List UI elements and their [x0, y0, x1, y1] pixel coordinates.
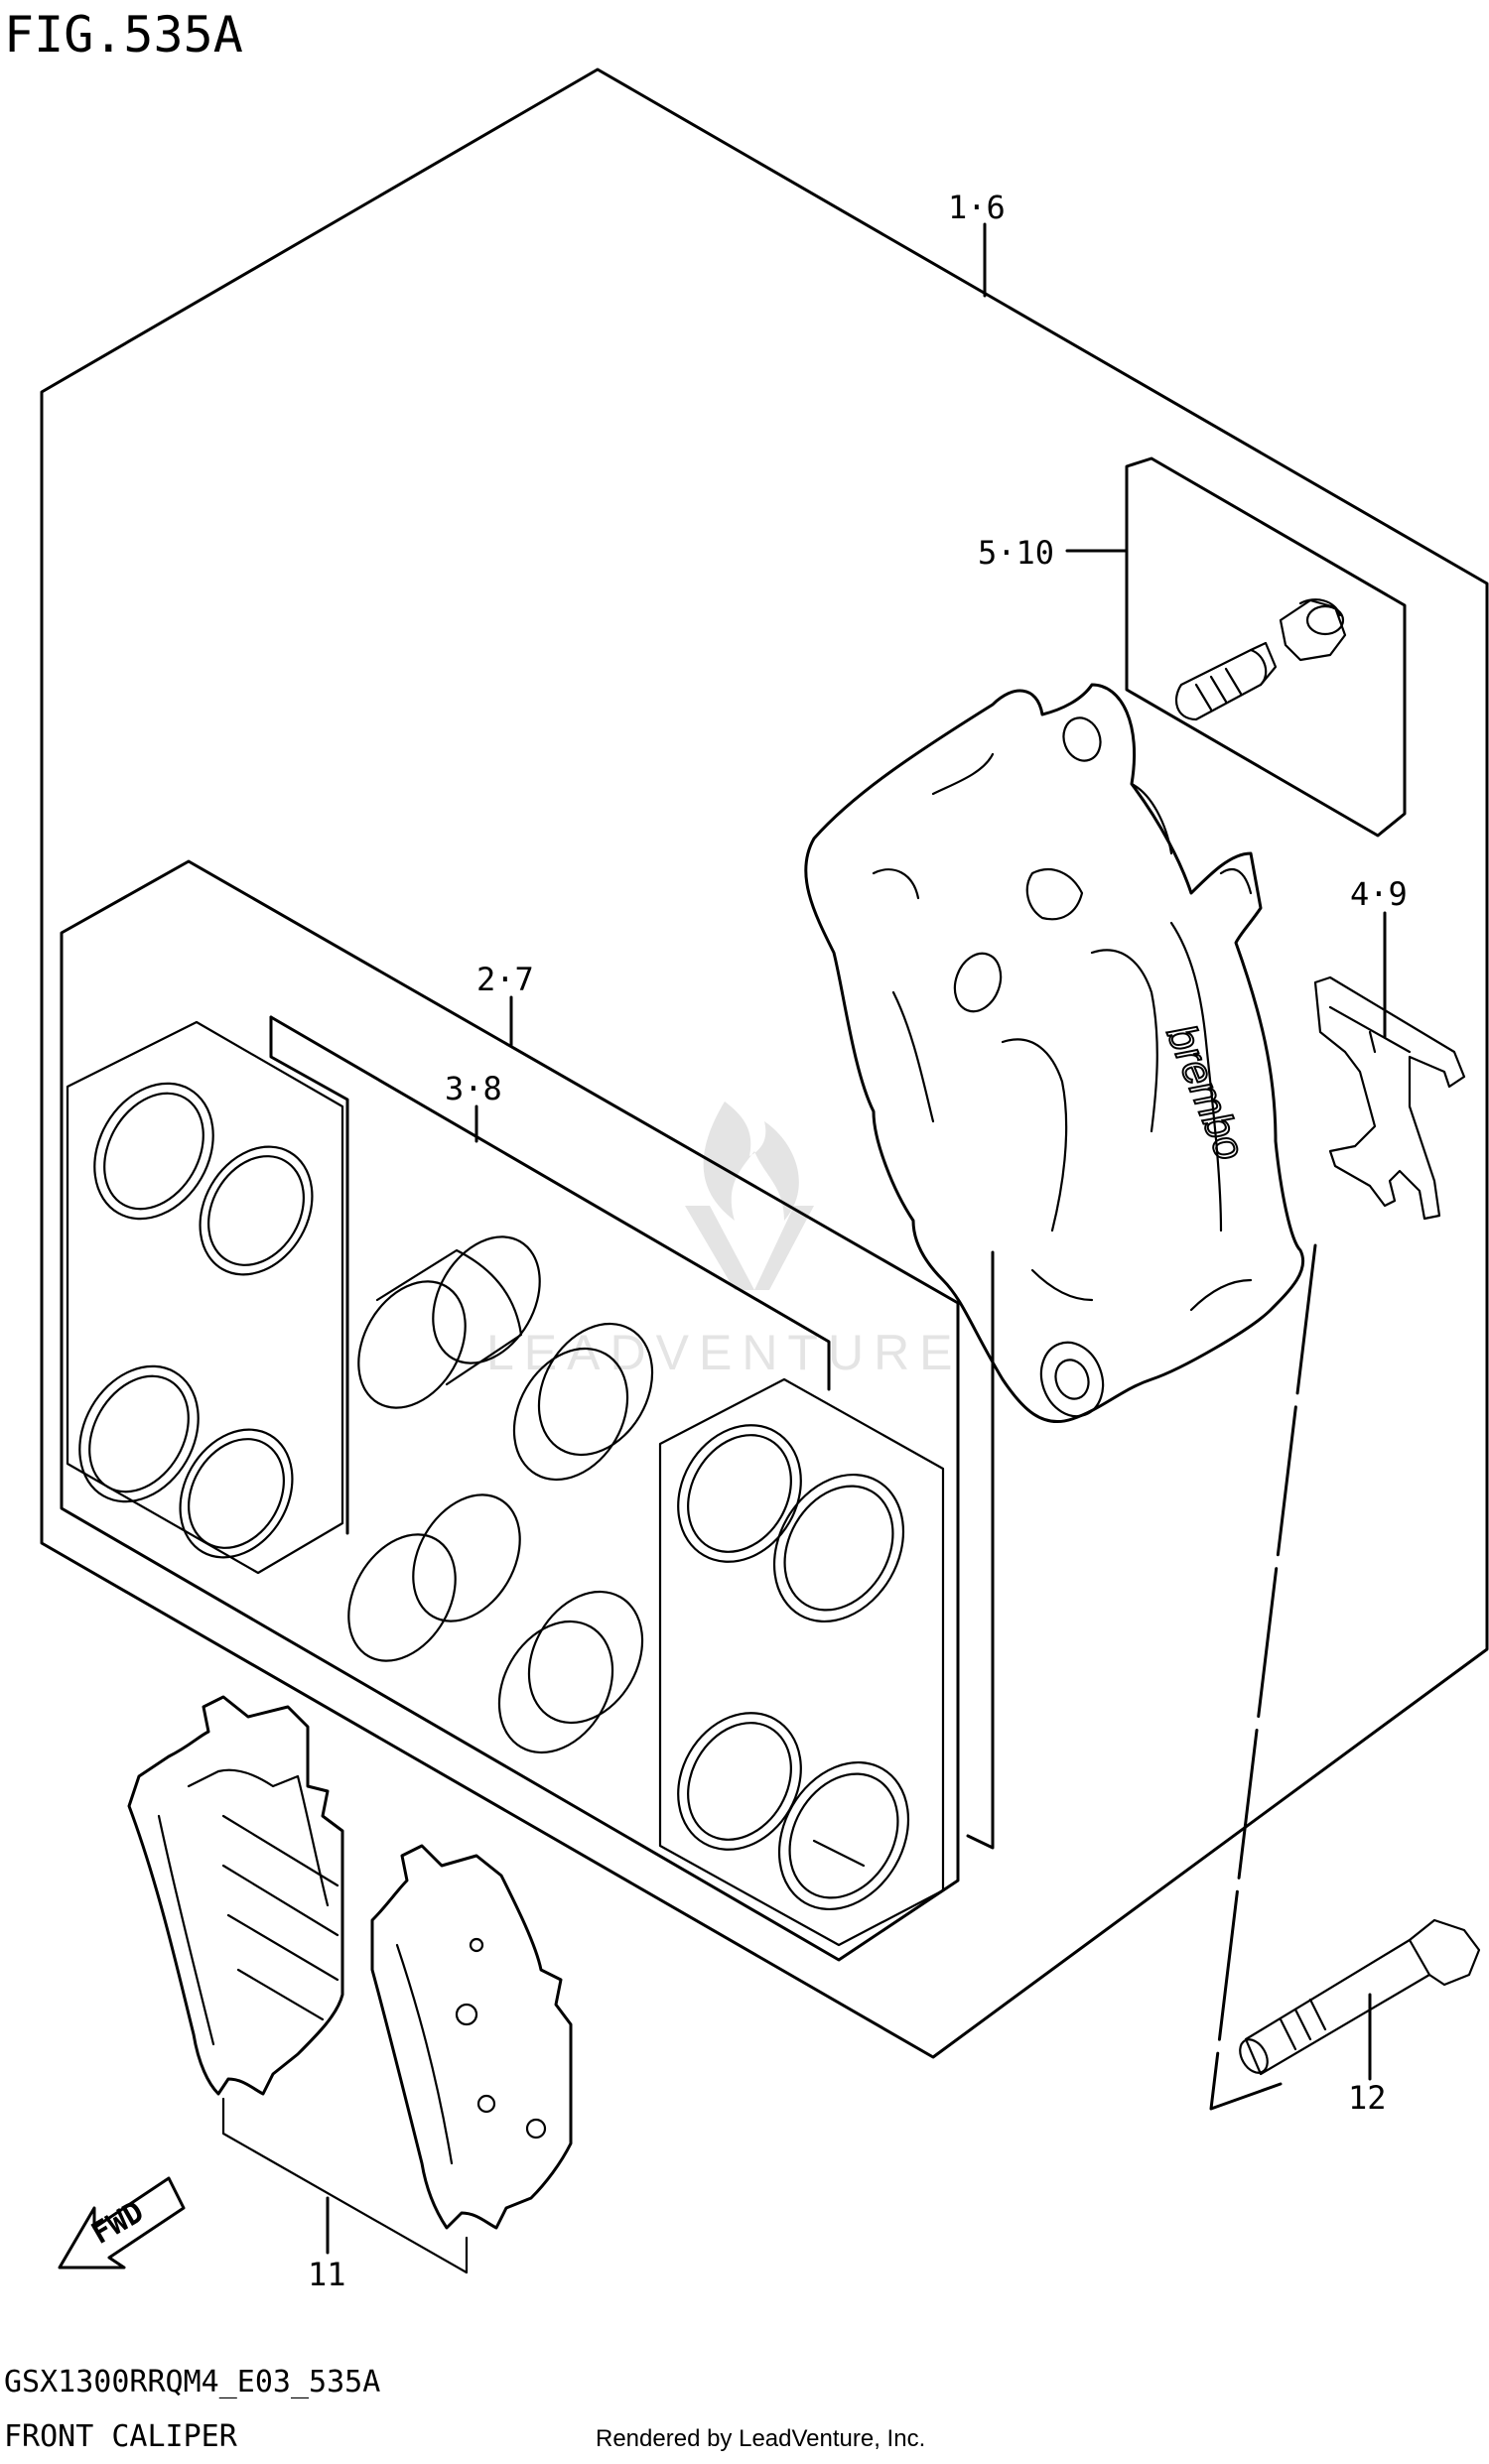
piston-kit-outline-top: [269, 1015, 831, 1391]
pads-bracket: [221, 2097, 469, 2274]
seal-kit-outline: [60, 859, 960, 1962]
caliper-assembly-outline: [40, 67, 1489, 2059]
pad-spring: [1313, 975, 1466, 1221]
fwd-label: FWD: [86, 2195, 150, 2252]
callout-5-10: 5·10: [978, 534, 1054, 572]
callout-2-7: 2·7: [476, 961, 534, 998]
section-name: FRONT CALIPER: [4, 2419, 238, 2454]
seal-rings-right: [677, 1424, 910, 1911]
piston-4: [497, 1590, 644, 1754]
piston-kit-outline-right: [966, 1250, 995, 1850]
watermark-logo: LEADVENTURE: [486, 1102, 953, 1380]
caliper-bleed-port: [1062, 716, 1102, 762]
caliper-brand-mark: brembo: [1158, 1018, 1255, 1167]
caliper-body: brembo: [804, 683, 1305, 1424]
piston-1: [357, 1235, 541, 1409]
callout-4-9: 4·9: [1350, 875, 1408, 913]
mounting-bolt: [1239, 1918, 1481, 2076]
seal-panel-left: [66, 1020, 344, 1575]
seal-rings-left: [78, 1082, 314, 1559]
callout-12: 12: [1348, 2079, 1387, 2117]
piston-kit-outline: [269, 1015, 349, 1535]
figure-title: FIG.535A: [4, 6, 243, 64]
caliper-mount-hole-upper: [1025, 868, 1084, 921]
brake-pad-left: [127, 1695, 344, 2096]
brake-pad-right: [370, 1844, 573, 2230]
model-code: GSX1300RRQM4_E03_535A: [4, 2365, 380, 2399]
seal-panel-right: [658, 1377, 945, 1947]
callout-3-8: 3·8: [445, 1070, 502, 1107]
pistons: [347, 1235, 654, 1754]
piston-2: [512, 1322, 654, 1482]
bleeder-cap: [1279, 598, 1347, 662]
callout-1-6: 1·6: [948, 189, 1006, 226]
callout-11: 11: [308, 2256, 346, 2293]
rendered-by: Rendered by LeadVenture, Inc.: [596, 2425, 925, 2452]
bleeder-kit-outline: [1125, 456, 1407, 838]
caliper-inner-bore: [953, 952, 1003, 1013]
caliper-mount-hole-lower: [1039, 1341, 1105, 1418]
reference-line-bolt: [1209, 1243, 1317, 2111]
piston-3: [347, 1493, 521, 1662]
fwd-arrow: FWD: [58, 2176, 186, 2269]
bleeder-valve: [1174, 641, 1278, 721]
